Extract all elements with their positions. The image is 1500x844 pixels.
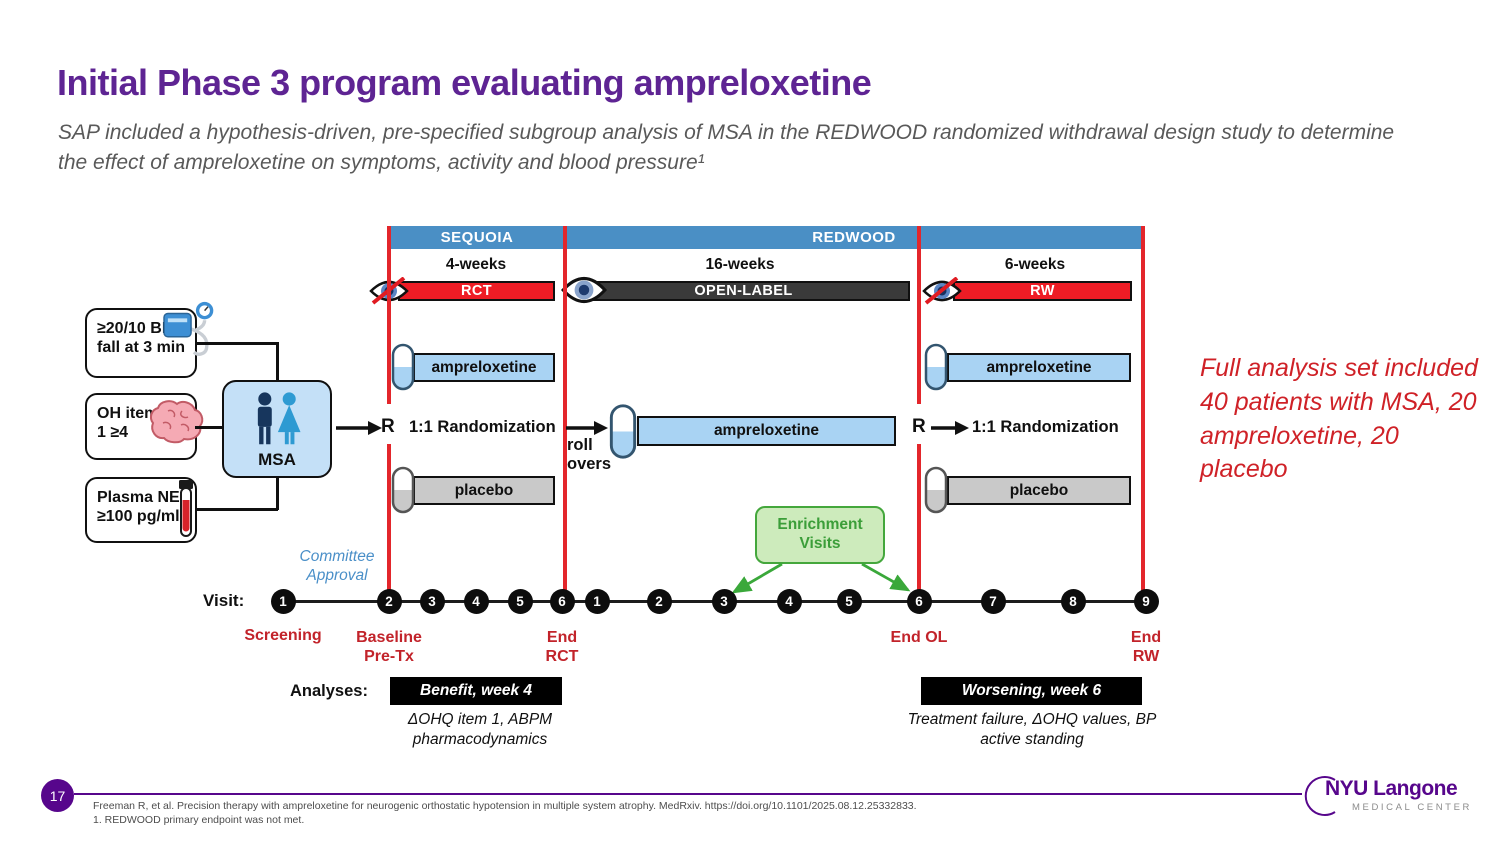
connector-line [276,477,279,510]
arrow-right-icon [931,421,969,435]
visit-node: 2 [376,589,402,614]
committee-approval-label: Committee Approval [299,548,375,585]
visit-label: Visit: [203,591,245,610]
analyses-label: Analyses: [290,682,368,700]
arm-bar-ampreloxetine: ampreloxetine [947,353,1131,382]
eye-icon [561,276,607,304]
connector-line [276,342,279,382]
arm-bar-placebo: placebo [947,476,1131,505]
visit-node: 4 [776,589,802,614]
pill-icon [924,343,948,391]
rollover-label: roll overs [567,436,612,473]
phase-bar-open-label: OPEN-LABEL [577,281,910,301]
footnote-endpoint: 1. REDWOOD primary endpoint was not met. [93,814,305,826]
phase-bar-rw: RW [953,281,1132,301]
connector-line [195,342,278,345]
connector-line [195,508,278,511]
visit-node: 6 [549,589,575,614]
timeline-divider [917,444,921,602]
randomization-label: 1:1 Randomization [409,418,556,436]
nyu-langone-logo-subtext: MEDICAL CENTER [1352,802,1472,813]
visit-node: 6 [906,589,932,614]
phase-bar-rct: RCT [398,281,555,301]
milestone-end-rct: End RCT [545,629,579,665]
page-subtitle: SAP included a hypothesis-driven, pre-sp… [58,121,1395,175]
eligibility-box-ne: Plasma NE ≥100 pg/ml [85,477,197,543]
eligibility-label: OH item 1 ≥4 [97,405,159,442]
analysis-worsening-box: Worsening, week 6 [921,677,1142,705]
analysis-benefit-box: Benefit, week 4 [390,677,562,705]
visit-node: 5 [836,589,862,614]
footnote-citation: Freeman R, et al. Precision therapy with… [93,800,917,812]
visit-node: 8 [1060,589,1086,614]
timeline-divider [563,226,567,602]
timeline-divider [387,444,391,602]
randomization-label: 1:1 Randomization [972,418,1119,436]
visit-node: 3 [419,589,445,614]
analysis-worsening-detail: Treatment failure, ΔOHQ values, BP activ… [907,711,1157,749]
arrow-right-icon [336,421,382,435]
milestone-baseline: Baseline Pre-Tx [356,629,422,665]
page-number: 17 [41,779,74,812]
pill-icon [609,404,637,459]
arrow-right-icon [566,421,608,435]
blood-tube-icon [179,480,193,537]
milestone-end-ol: End OL [890,629,948,646]
arm-bar-ampreloxetine: ampreloxetine [413,353,555,382]
visit-node: 1 [270,589,296,614]
connector-line [195,426,224,429]
timeline-divider [387,226,391,404]
pill-icon [391,343,415,391]
enrichment-arrow-icons [731,562,911,594]
nyu-langone-logo: NYU Langone [1325,777,1458,800]
population-label: MSA [258,450,296,469]
duration-open-label: 16-weeks [705,256,775,273]
brain-icon [149,400,204,444]
timeline-divider [917,226,921,404]
visit-node: 9 [1133,589,1159,614]
bp-cuff-icon [163,301,214,356]
arm-bar-placebo: placebo [413,476,555,505]
visit-node: 7 [980,589,1006,614]
duration-rw: 6-weeks [1004,256,1066,273]
eligibility-label: ≥20/10 BP fall at 3 min [97,320,186,357]
duration-sequoia: 4-weeks [445,256,507,273]
population-box-msa: MSA [222,380,332,478]
male-female-icon [257,392,301,445]
visit-node: 5 [507,589,533,614]
milestone-end-rw: End RW [1130,629,1162,665]
study-header-sequoia: SEQUOIA [389,226,565,249]
full-analysis-annotation: Full analysis set included 40 patients w… [1200,354,1478,484]
randomization-r: R [381,416,395,437]
visit-node: 2 [646,589,672,614]
pill-icon [924,466,948,514]
study-header-redwood: REDWOOD [565,226,1143,249]
visit-node: 3 [711,589,737,614]
milestone-screening: Screening [244,627,322,644]
randomization-r: R [912,416,926,437]
eligibility-label: Plasma NE ≥100 pg/ml [97,489,180,526]
footer-divider [74,793,1302,795]
arm-bar-ampreloxetine-open-label: ampreloxetine [637,416,896,446]
enrichment-box: Enrichment Visits [755,506,885,564]
visit-node: 1 [584,589,610,614]
pill-icon [391,466,415,514]
nyu-swoosh-icon [1304,776,1336,816]
analysis-benefit-detail: ΔOHQ item 1, ABPM pharmacodynamics [407,711,553,749]
timeline-divider [1141,226,1145,602]
visit-node: 4 [463,589,489,614]
eye-slash-icon [922,277,962,305]
page-title: Initial Phase 3 program evaluating ampre… [57,62,872,103]
